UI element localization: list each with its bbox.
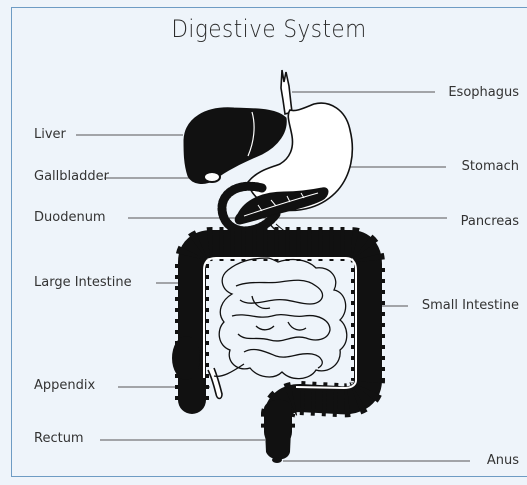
small-intestine-loop-4 [252, 296, 306, 330]
small-intestine-outer [219, 258, 347, 379]
anus-shape [272, 457, 282, 463]
small-intestine-coils [214, 258, 347, 379]
small-intestine-terminal-ileum [214, 364, 244, 376]
label-small-intestine: Small Intestine [422, 298, 519, 313]
small-intestine-loop-1 [236, 280, 323, 304]
rectum-shape [264, 400, 292, 460]
label-liver: Liver [34, 127, 66, 142]
label-large-intestine: Large Intestine [34, 275, 132, 290]
cecum-shape [172, 336, 200, 380]
gallbladder-shape [204, 172, 220, 182]
esophagus-shape [281, 70, 292, 114]
label-rectum: Rectum [34, 431, 84, 446]
label-duodenum: Duodenum [34, 210, 106, 225]
large-intestine-inner-line [204, 258, 356, 388]
label-stomach: Stomach [462, 159, 519, 174]
small-intestine-loop-3 [244, 349, 322, 368]
label-pancreas: Pancreas [461, 214, 519, 229]
label-anus: Anus [487, 453, 519, 468]
small-intestine-loop-2 [232, 315, 330, 341]
label-esophagus: Esophagus [448, 85, 519, 100]
label-appendix: Appendix [34, 378, 95, 393]
appendix-shape [208, 368, 222, 399]
label-gallbladder: Gallbladder [34, 169, 109, 184]
